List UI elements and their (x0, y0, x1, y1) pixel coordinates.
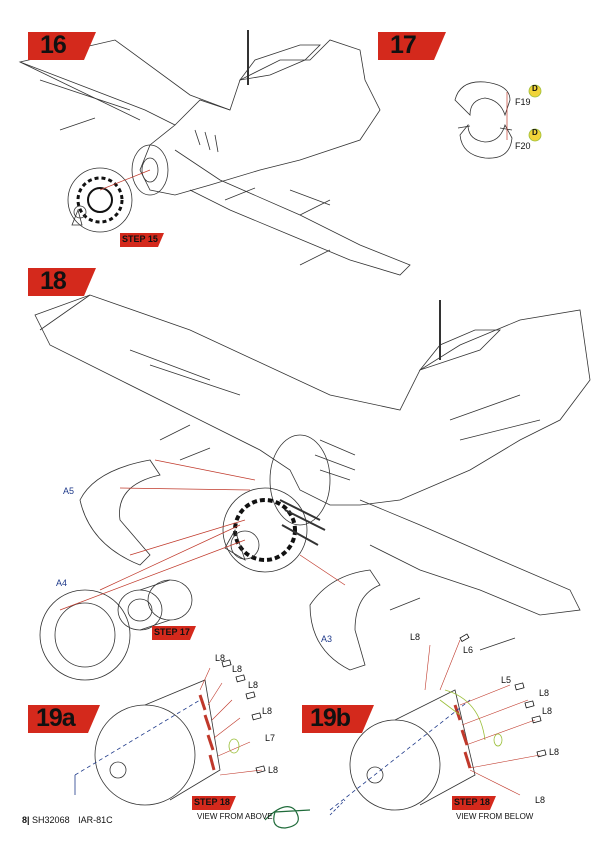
kit-model: IAR-81C (78, 815, 113, 825)
part-label-l8: L8 (410, 632, 421, 642)
view-arrow (264, 806, 311, 829)
step19b-cowl (329, 689, 486, 811)
step19a-cowl (74, 679, 221, 806)
step-number: 19a (36, 704, 76, 732)
step-number: 18 (40, 267, 67, 295)
step-number: 16 (40, 31, 67, 59)
glue-dot (528, 128, 542, 142)
step-number: 19b (310, 704, 351, 732)
glue-dot (528, 84, 542, 98)
step-number: 17 (390, 31, 417, 59)
step16-engine (67, 167, 133, 233)
part-label-l8: L8 (539, 688, 550, 698)
part-label-l7: L7 (265, 733, 276, 743)
part-label-a3: A3 (321, 634, 333, 644)
part-label-a5: A5 (63, 486, 75, 496)
part-label-l6: L6 (463, 645, 474, 655)
step-ref-15: STEP 15 (120, 233, 164, 247)
step-badge-19a: 19a (28, 704, 100, 733)
part-label-l8: L8 (268, 765, 279, 775)
part-label-l8: L8 (549, 747, 560, 757)
part-label-l8: L8 (542, 706, 553, 716)
part-label-l8: L8 (232, 664, 243, 674)
view-from-below-caption: VIEW FROM BELOW (456, 812, 534, 821)
step18-engine (222, 487, 326, 573)
cowl-A3 (309, 569, 381, 671)
step18-aircraft (34, 294, 591, 651)
part-label-f19: F19 (515, 97, 531, 107)
part-label-l8: L8 (248, 680, 259, 690)
small-parts (221, 633, 547, 774)
part-label-a4: A4 (56, 578, 68, 588)
cowl-A5 (79, 459, 161, 566)
decal-sheet-d-1: D (532, 84, 538, 93)
step-ref-17: STEP 17 (152, 626, 196, 640)
step-ref-18b: STEP 18 (452, 796, 496, 810)
part-label-l8: L8 (535, 795, 546, 805)
decal-sheet-d-2: D (532, 128, 538, 137)
part-label-f20: F20 (515, 141, 531, 151)
step-badge-19b: 19b (302, 704, 374, 733)
page-footer: 8| SH32068 IAR-81C (22, 815, 113, 825)
part-label-l8: L8 (262, 706, 273, 716)
kit-code: SH32068 (32, 815, 70, 825)
part-label-l8: L8 (215, 653, 226, 663)
ring-part (117, 579, 193, 631)
step17-part (454, 81, 513, 159)
step-badge-17: 17 (378, 31, 446, 60)
step16-aircraft (18, 30, 411, 276)
cowl-A4 (39, 589, 131, 681)
step-badge-16: 16 (28, 31, 96, 60)
step-badge-18: 18 (28, 267, 96, 296)
view-from-above-caption: VIEW FROM ABOVE (197, 812, 273, 821)
page-number: 8| (22, 815, 30, 825)
step-ref-18a: STEP 18 (192, 796, 236, 810)
part-label-l5: L5 (501, 675, 512, 685)
